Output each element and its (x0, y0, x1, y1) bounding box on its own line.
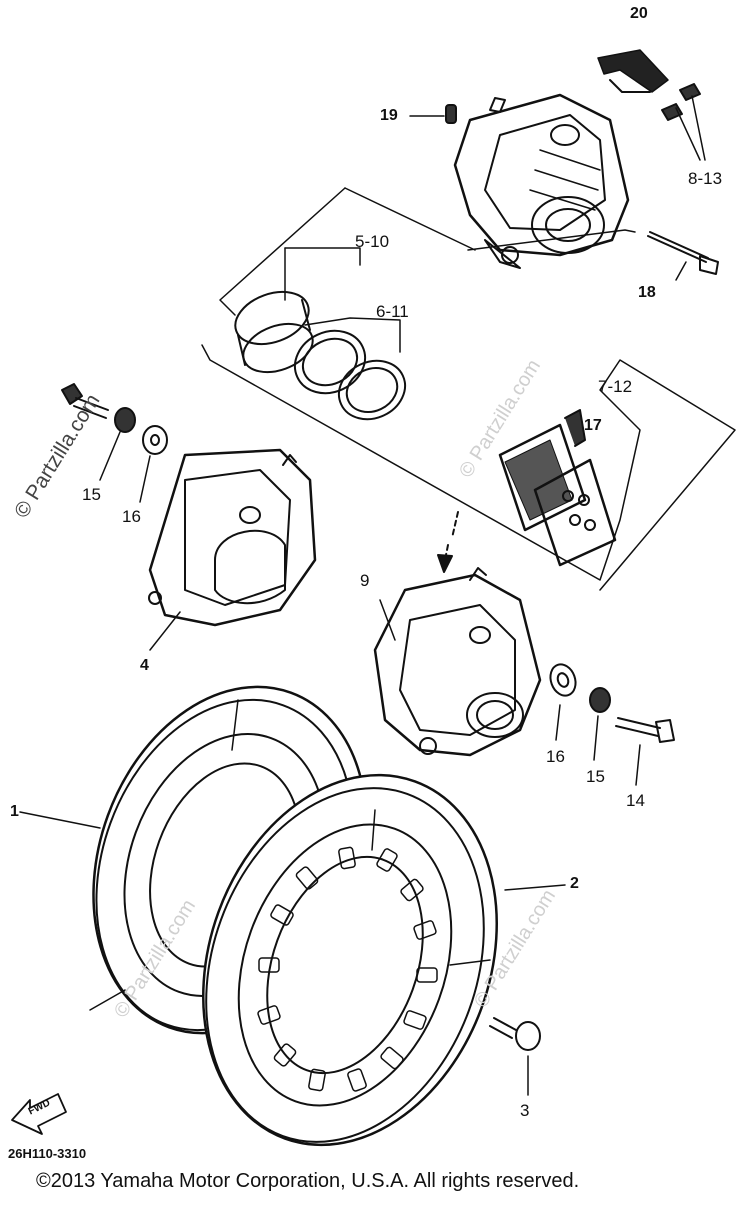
copyright-notice: ©2013 Yamaha Motor Corporation, U.S.A. A… (36, 1170, 580, 1192)
part-4-caliper-left (148, 448, 317, 651)
part-6-11-seals (293, 329, 407, 421)
part-2-brake-disc (202, 773, 566, 1147)
fasteners-left (61, 383, 168, 503)
part-18-pin (647, 231, 719, 281)
upper-caliper (453, 93, 630, 269)
callout-9: 9 (360, 571, 370, 590)
part-7-12-pads (498, 409, 617, 567)
callout-14: 14 (626, 791, 645, 810)
part-3-bolt (489, 1017, 541, 1096)
callout-17: 17 (584, 417, 602, 434)
fasteners-right (549, 663, 675, 786)
part-9-caliper-right (373, 567, 542, 757)
callout-1: 1 (10, 803, 19, 820)
assembly-arrow (437, 511, 459, 573)
callout-16-right: 16 (546, 747, 565, 766)
callout-20: 20 (630, 5, 648, 22)
fwd-arrow (11, 1093, 67, 1135)
callout-15-right: 15 (586, 767, 605, 786)
part-19-plug (409, 104, 457, 124)
callout-2: 2 (570, 875, 579, 892)
group-bracket-lines (201, 187, 736, 591)
part-20-clip (597, 49, 669, 93)
callout-15-left: 15 (82, 485, 101, 504)
callout-16-left: 16 (122, 507, 141, 526)
callout-5-10: 5-10 (355, 232, 390, 251)
callout-8-13: 8-13 (688, 169, 723, 188)
callout-7-12: 7-12 (598, 377, 633, 396)
callout-3: 3 (520, 1101, 530, 1120)
callout-6-11: 6-11 (376, 302, 409, 321)
callout-19: 19 (380, 107, 398, 124)
part-5-10-piston (234, 290, 314, 374)
callout-18: 18 (638, 284, 656, 301)
part-8-13-bleeders (661, 83, 706, 161)
callout-4: 4 (140, 657, 149, 674)
diagram-code: 26H110-3310 (8, 1146, 87, 1161)
